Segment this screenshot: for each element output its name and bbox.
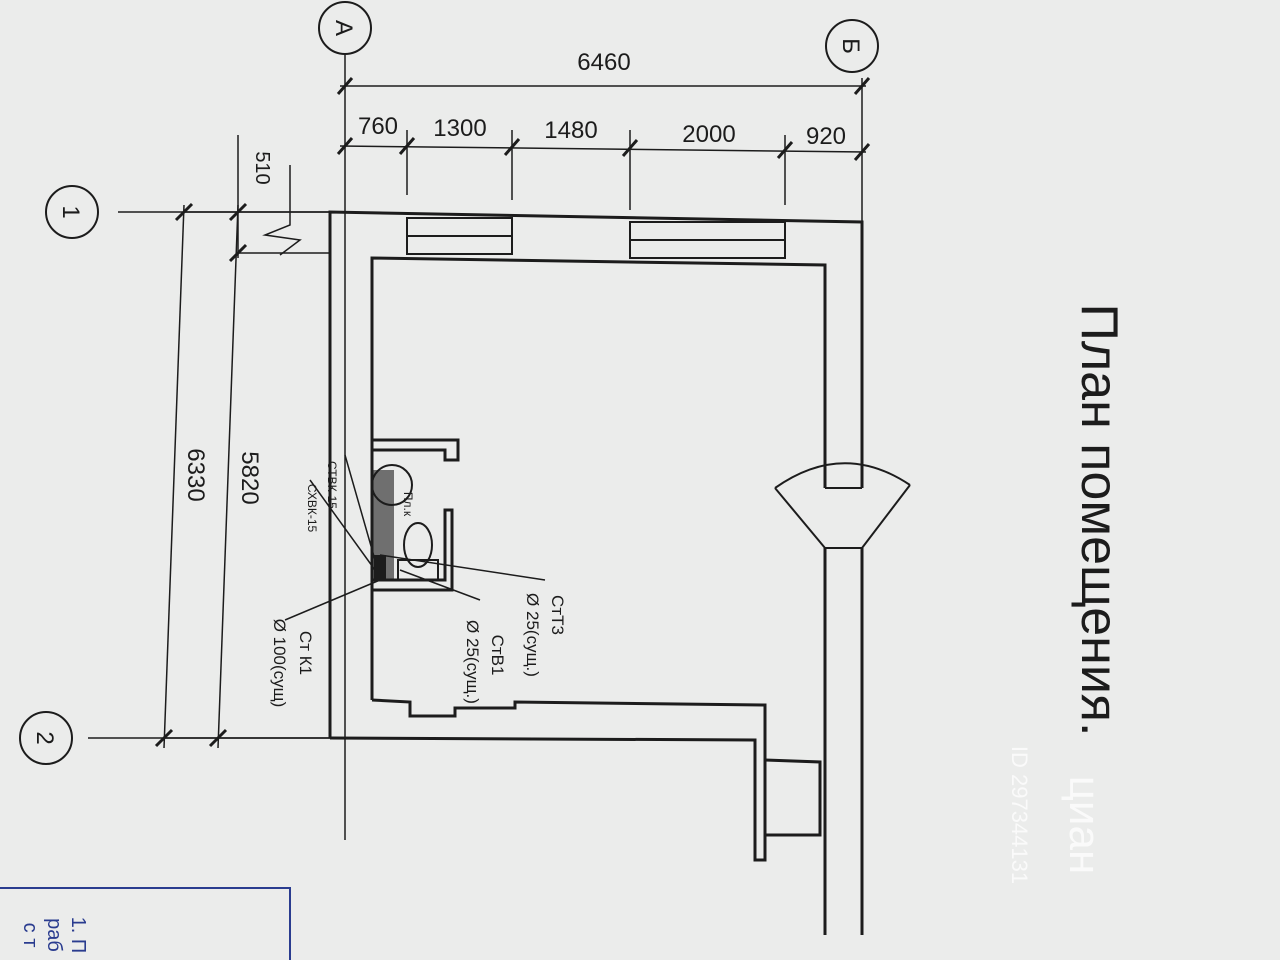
dim-segment-2: 1300 (433, 115, 486, 142)
stamp-line-3: с т (19, 923, 41, 948)
dim-segment-1: 760 (358, 113, 398, 140)
dim-overall-width: 6460 (577, 49, 630, 76)
door (774, 462, 911, 549)
watermark-brand: циан (1060, 776, 1109, 875)
dim-inner-height: 5820 (236, 451, 263, 504)
callout-pl: Пл.к (401, 492, 415, 517)
axis-marker-2 (19, 711, 73, 765)
stamp-line-1: 1. П (67, 917, 89, 954)
windows (406, 217, 786, 259)
callout-st-v1-diameter: Ø 25(сущ.) (463, 620, 482, 704)
dim-overall-height: 6330 (182, 448, 209, 501)
callout-shvk: СХВК-15 (305, 484, 319, 533)
axis-label-b: Б (837, 38, 864, 54)
callout-st-k1: Ст К1 (296, 631, 315, 675)
axis-marker-1 (45, 185, 99, 239)
dim-segment-5: 920 (806, 123, 846, 150)
callout-stvk: СТВК-15 (325, 461, 339, 509)
dim-left-offset: 510 (251, 151, 273, 184)
axis-label-2: 2 (31, 731, 58, 744)
dim-segment-3: 1480 (544, 117, 597, 144)
callout-st-t3-diameter: Ø 25(сущ.) (523, 593, 542, 677)
callout-st-v1: СтВ1 (488, 635, 507, 676)
stamp-line-2: раб (43, 918, 65, 952)
plan-title: План помещения. (1070, 303, 1128, 736)
dimension-lines-left (154, 135, 345, 749)
bathroom (371, 438, 460, 592)
axis-label-a: А (330, 20, 357, 36)
dim-segment-4: 2000 (682, 121, 735, 148)
callout-st-t3: СтТ3 (548, 595, 567, 635)
axis-marker-b (825, 19, 879, 73)
dimension-lines-top (336, 77, 871, 210)
callout-st-k1-diameter: Ø 100(сущ) (270, 619, 289, 708)
stamp-box (0, 887, 291, 960)
watermark-id: ID 297344131 (1007, 746, 1032, 884)
axis-marker-a (318, 1, 372, 55)
leader-lines (284, 454, 546, 621)
axis-label-1: 1 (57, 205, 84, 218)
